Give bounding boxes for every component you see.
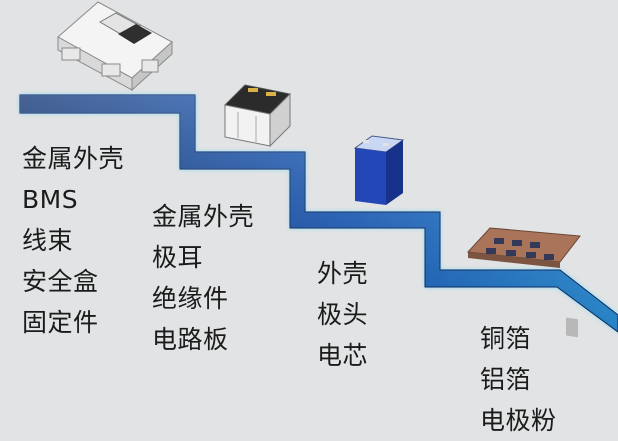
list-item: 铜箔 [480, 324, 532, 353]
list-item: 固定件 [22, 308, 99, 337]
list-item: 外壳 [317, 259, 369, 288]
list-item: 极耳 [152, 243, 204, 272]
list-item: 绝缘件 [152, 284, 229, 313]
list-item: 线束 [22, 226, 74, 255]
list-item: 金属外壳 [152, 202, 255, 231]
list-item: 电路板 [152, 325, 229, 354]
prismatic-cell-icon [353, 135, 405, 205]
battery-pack-housing-icon [57, 1, 173, 92]
module-components-list: 金属外壳 极耳 绝缘件 电路板 [152, 196, 254, 360]
cell-components-list: 外壳 极头 电芯 [317, 253, 368, 376]
electrode-components-list: 铜箔 铝箔 电极粉 [480, 318, 557, 441]
list-item: 极头 [317, 300, 369, 329]
list-item: 电极粉 [480, 406, 557, 435]
list-item: 安全盒 [22, 267, 99, 296]
battery-module-icon [223, 84, 292, 148]
list-item: 金属外壳 [22, 144, 125, 173]
electrode-sheet-icon [466, 227, 581, 338]
list-item: 电芯 [317, 341, 369, 370]
staircase-band [19, 94, 618, 333]
list-item: BMS [22, 185, 79, 214]
pack-components-list: 金属外壳 BMS 线束 安全盒 固定件 [22, 138, 124, 343]
list-item: 铝箔 [480, 365, 532, 394]
